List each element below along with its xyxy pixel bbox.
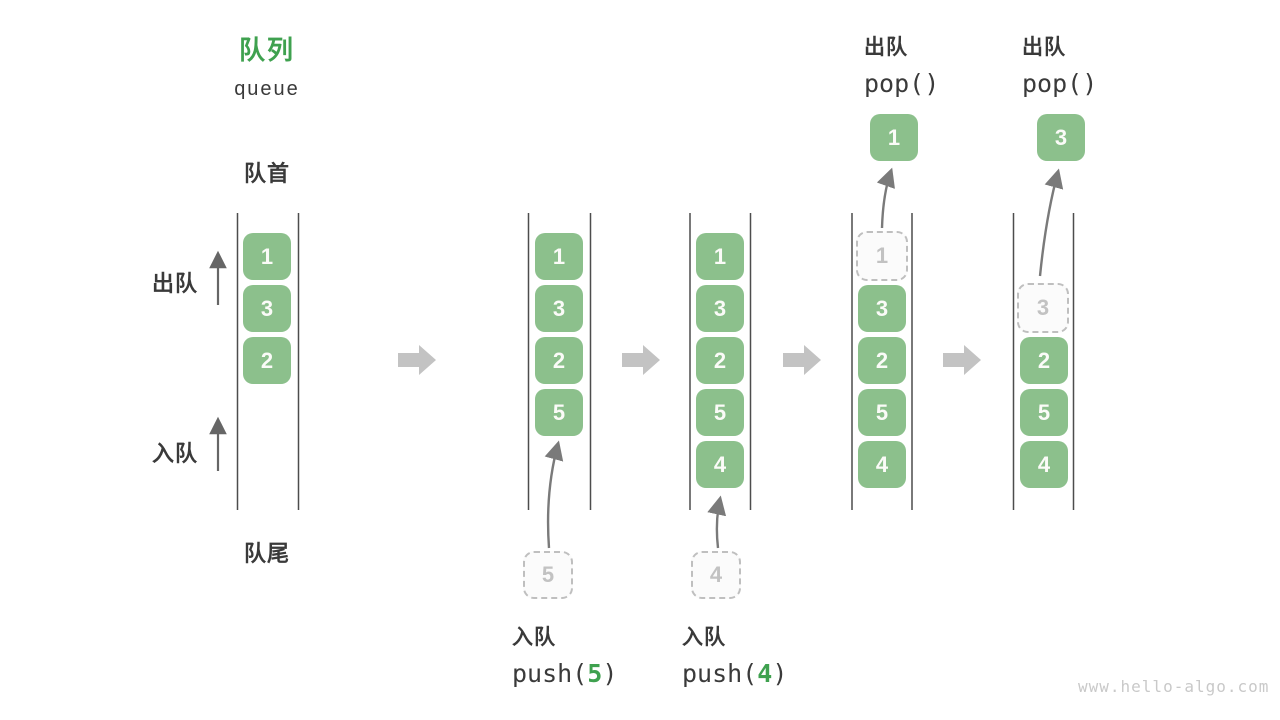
staged-push-value-4: 4 — [691, 551, 741, 599]
queue4-removed-cell: 1 — [856, 231, 908, 281]
push4-arrow-icon — [707, 495, 727, 549]
queue3-cell: 1 — [696, 233, 744, 280]
push4-code: push(4) — [682, 659, 787, 688]
pop1-code: pop() — [864, 69, 940, 98]
pop1-operation-label: 出队 pop() — [864, 31, 939, 98]
queue3-cell: 3 — [696, 285, 744, 332]
title-zh: 队列 — [238, 35, 295, 65]
queue5-removed-cell: 3 — [1017, 283, 1069, 333]
push5-code-prefix: push( — [512, 659, 588, 688]
push4-operation-label: 入队 push(4) — [682, 621, 787, 688]
diagram-title: 队列 queue — [167, 30, 367, 101]
flow-arrow-icon-3 — [783, 345, 821, 375]
pop2-operation-label: 出队 pop() — [1022, 31, 1097, 98]
flow-arrow-icon-4 — [943, 345, 981, 375]
queue2-cell: 5 — [535, 389, 583, 436]
push5-code: push(5) — [512, 659, 617, 688]
queue2-cell: 3 — [535, 285, 583, 332]
push5-arrow-icon — [544, 440, 564, 549]
push4-label-zh: 入队 — [682, 626, 726, 649]
staged-push-value-5: 5 — [523, 551, 573, 599]
push4-code-prefix: push( — [682, 659, 758, 688]
queue3-cell: 4 — [696, 441, 744, 488]
push5-label-zh: 入队 — [512, 626, 556, 649]
queue3-cell: 5 — [696, 389, 744, 436]
queue4-cell: 2 — [858, 337, 906, 384]
push4-code-suffix: ) — [772, 659, 788, 688]
dequeue-side-label: 出队 — [151, 271, 198, 296]
queue4-cell: 4 — [858, 441, 906, 488]
push5-operation-label: 入队 push(5) — [512, 621, 617, 688]
queue5-cell: 2 — [1020, 337, 1068, 384]
queue1-cell: 1 — [243, 233, 291, 280]
push5-code-arg: 5 — [587, 659, 603, 688]
queue2-cell: 2 — [535, 337, 583, 384]
queue5-cell: 5 — [1020, 389, 1068, 436]
enqueue-side-label: 入队 — [151, 441, 198, 466]
queue1-cell: 3 — [243, 285, 291, 332]
watermark: www.hello-algo.com — [1078, 677, 1270, 696]
queue2-cell: 1 — [535, 233, 583, 280]
popped-value-1: 1 — [870, 114, 918, 161]
queue4-cell: 3 — [858, 285, 906, 332]
queue4-cell: 5 — [858, 389, 906, 436]
state-transition-arrows — [398, 345, 981, 375]
pop1-arrow-icon — [876, 167, 895, 229]
title-en: queue — [234, 78, 300, 100]
flow-arrow-icon-2 — [622, 345, 660, 375]
queue-front-label: 队首 — [243, 161, 290, 186]
push4-code-arg: 4 — [757, 659, 773, 688]
flow-arrow-icon-1 — [398, 345, 436, 375]
pop1-label-zh: 出队 — [864, 36, 908, 59]
pop2-arrow-icon — [1038, 168, 1064, 277]
pop2-code: pop() — [1022, 69, 1098, 98]
queue1-cell: 2 — [243, 337, 291, 384]
queue-walls — [236, 213, 1075, 510]
queue5-cell: 4 — [1020, 441, 1068, 488]
queue-rear-label: 队尾 — [243, 541, 290, 566]
queue3-cell: 2 — [696, 337, 744, 384]
pop2-label-zh: 出队 — [1022, 36, 1066, 59]
push5-code-suffix: ) — [602, 659, 618, 688]
popped-value-3: 3 — [1037, 114, 1085, 161]
